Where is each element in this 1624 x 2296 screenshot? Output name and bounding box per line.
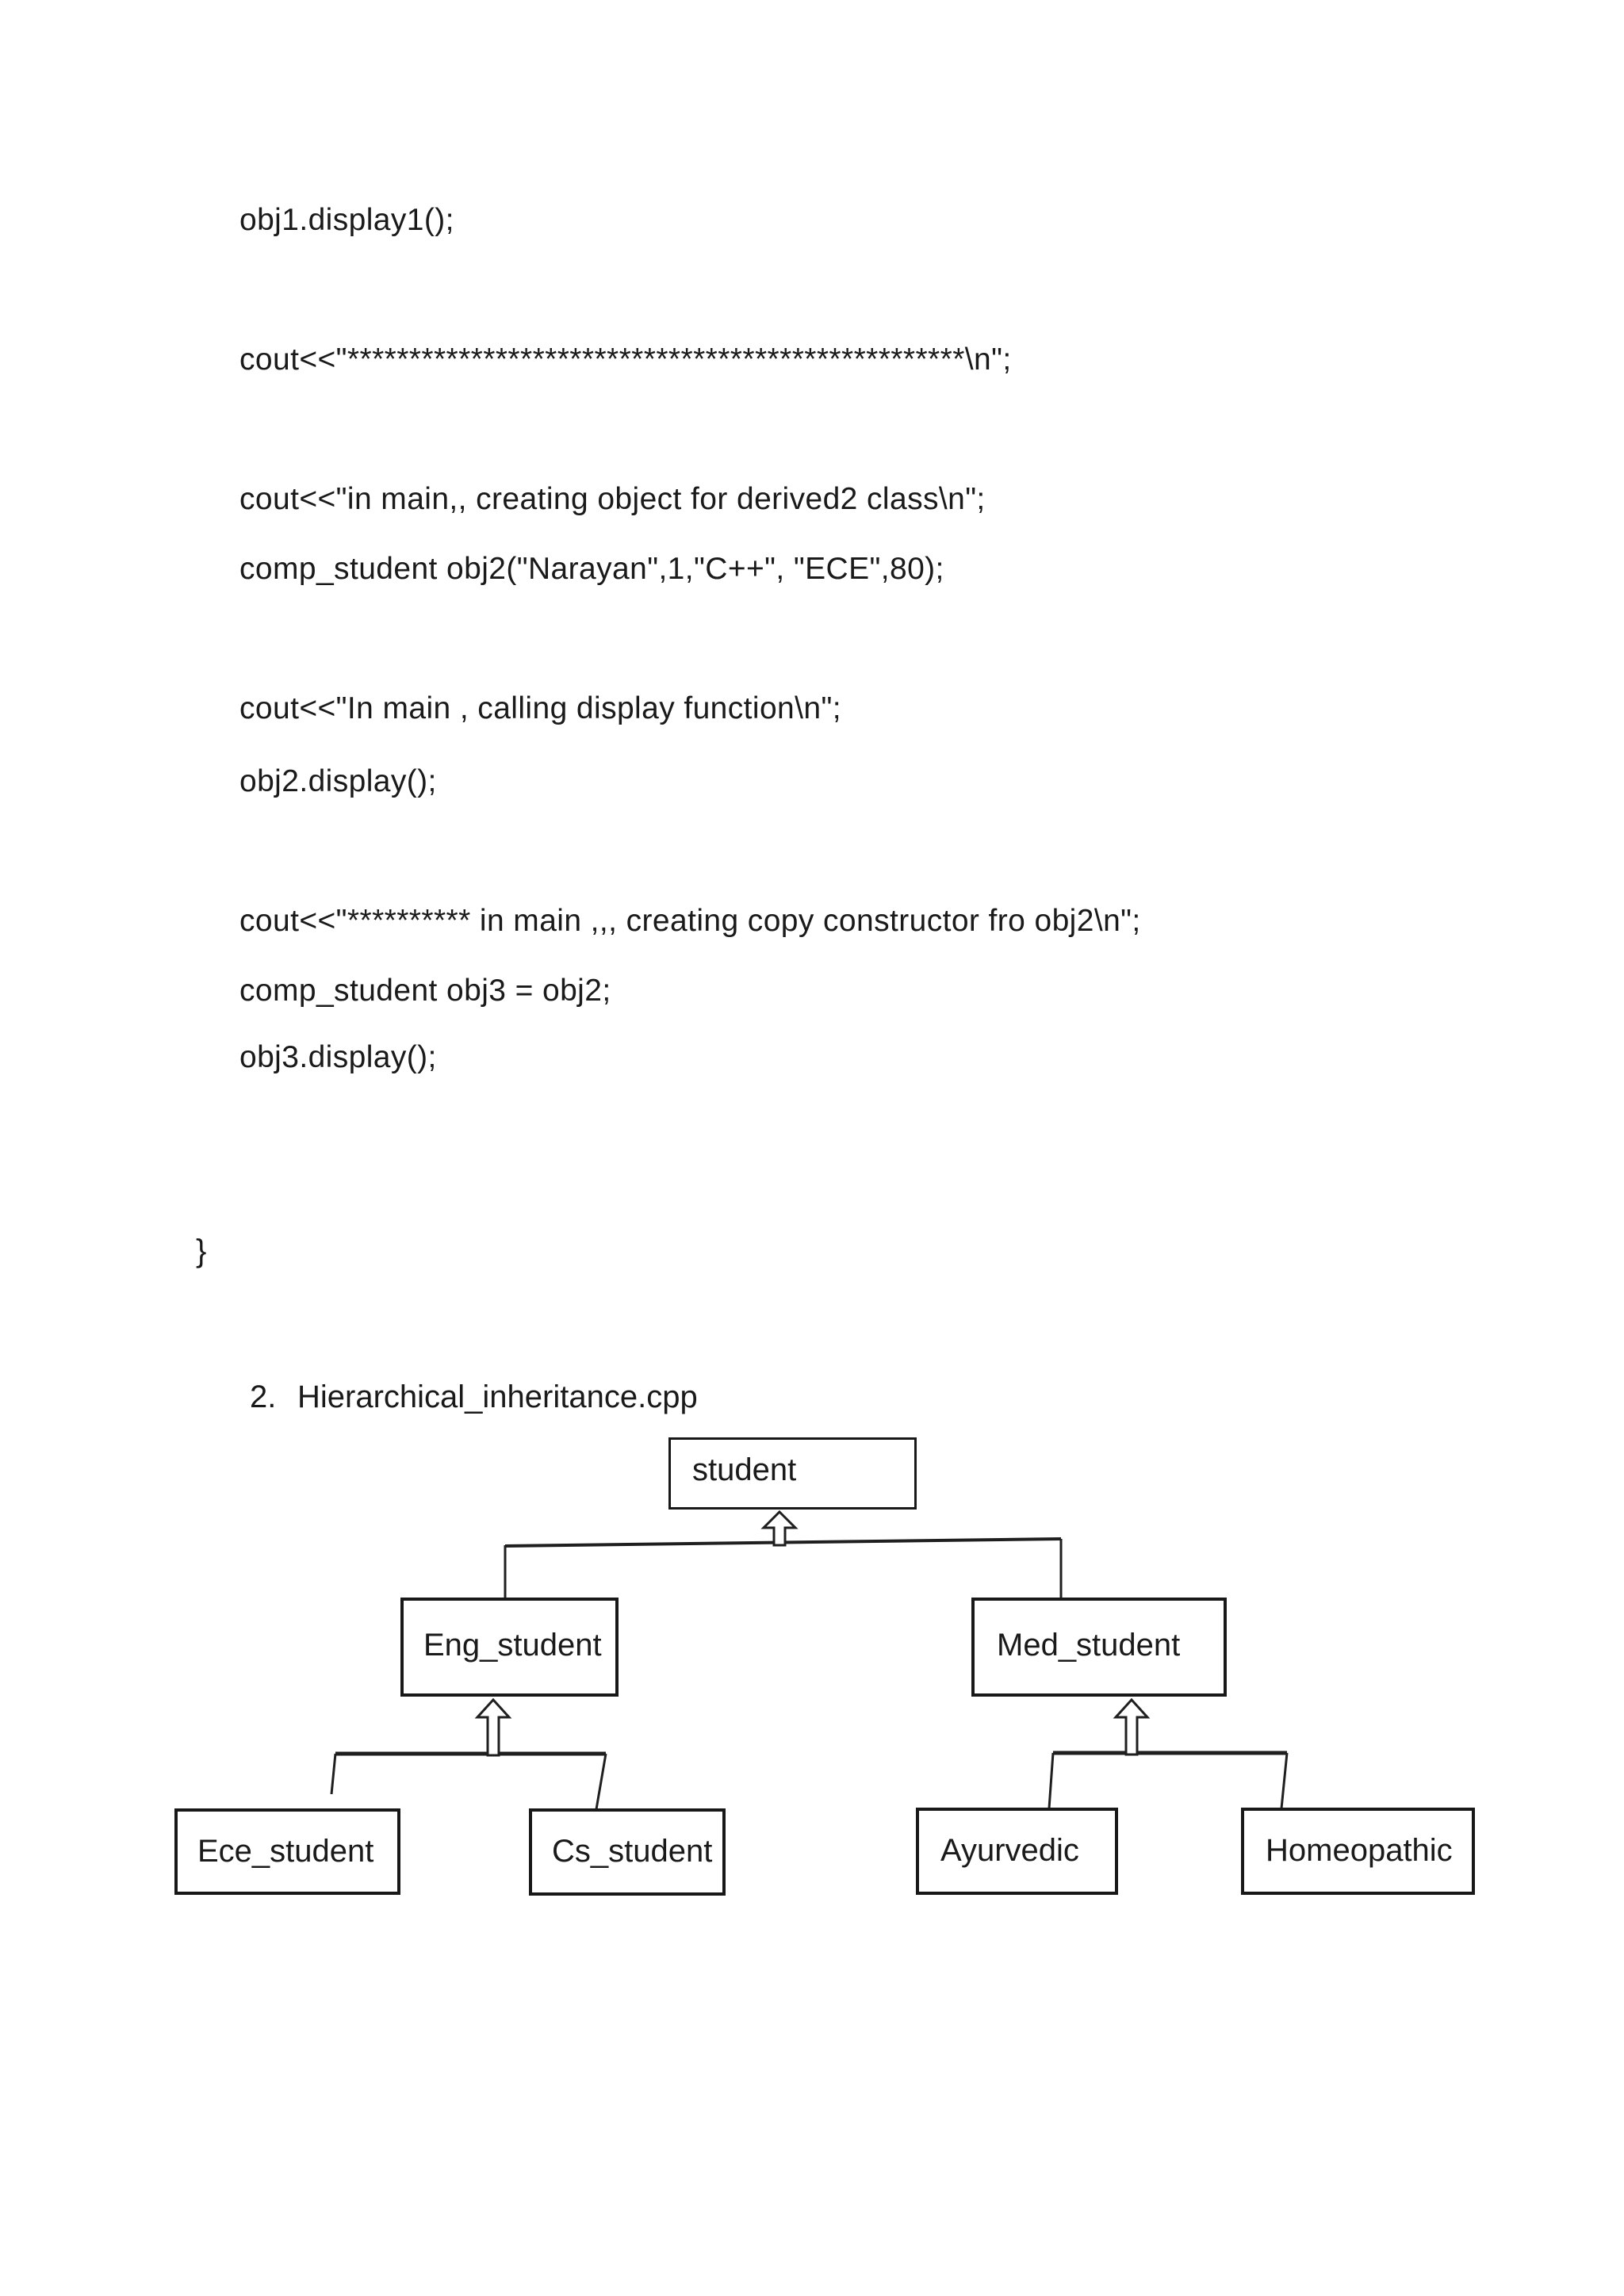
code-line: comp_student obj2("Narayan",1,"C++", "EC… xyxy=(239,552,944,586)
class-box-label: Cs_student xyxy=(552,1834,713,1869)
code-line: cout<<"in main,, creating object for der… xyxy=(239,482,986,516)
code-line: cout<<"********** in main ,,, creating c… xyxy=(239,904,1141,938)
list-item-number: 2. xyxy=(250,1380,277,1414)
code-line: cout<<"*********************************… xyxy=(239,342,1012,377)
class-box-label: student xyxy=(692,1452,797,1487)
code-line: comp_student obj3 = obj2; xyxy=(239,974,611,1008)
class-box-label: Ece_student xyxy=(197,1834,374,1869)
closing-brace: } xyxy=(196,1234,207,1269)
class-box-label: Ayurvedic xyxy=(940,1833,1079,1868)
list-item-heading: 2. Hierarchical_inheritance.cpp xyxy=(250,1380,698,1415)
code-line: obj3.display(); xyxy=(239,1040,437,1074)
code-line: obj2.display(); xyxy=(239,764,437,798)
class-box-cs-student: Cs_student xyxy=(529,1808,726,1896)
class-box-label: Homeopathic xyxy=(1266,1833,1453,1868)
code-line: cout<<"In main , calling display functio… xyxy=(239,691,841,725)
class-box-ayurvedic: Ayurvedic xyxy=(916,1808,1118,1895)
code-line: obj1.display1(); xyxy=(239,203,454,237)
class-box-eng-student: Eng_student xyxy=(400,1598,619,1697)
class-box-label: Eng_student xyxy=(423,1628,602,1663)
class-box-student: student xyxy=(668,1437,917,1510)
list-item-label: Hierarchical_inheritance.cpp xyxy=(297,1380,698,1414)
class-box-ece-student: Ece_student xyxy=(174,1808,400,1895)
class-box-med-student: Med_student xyxy=(971,1598,1227,1697)
class-box-homeopathic: Homeopathic xyxy=(1241,1808,1475,1895)
class-box-label: Med_student xyxy=(997,1628,1181,1663)
